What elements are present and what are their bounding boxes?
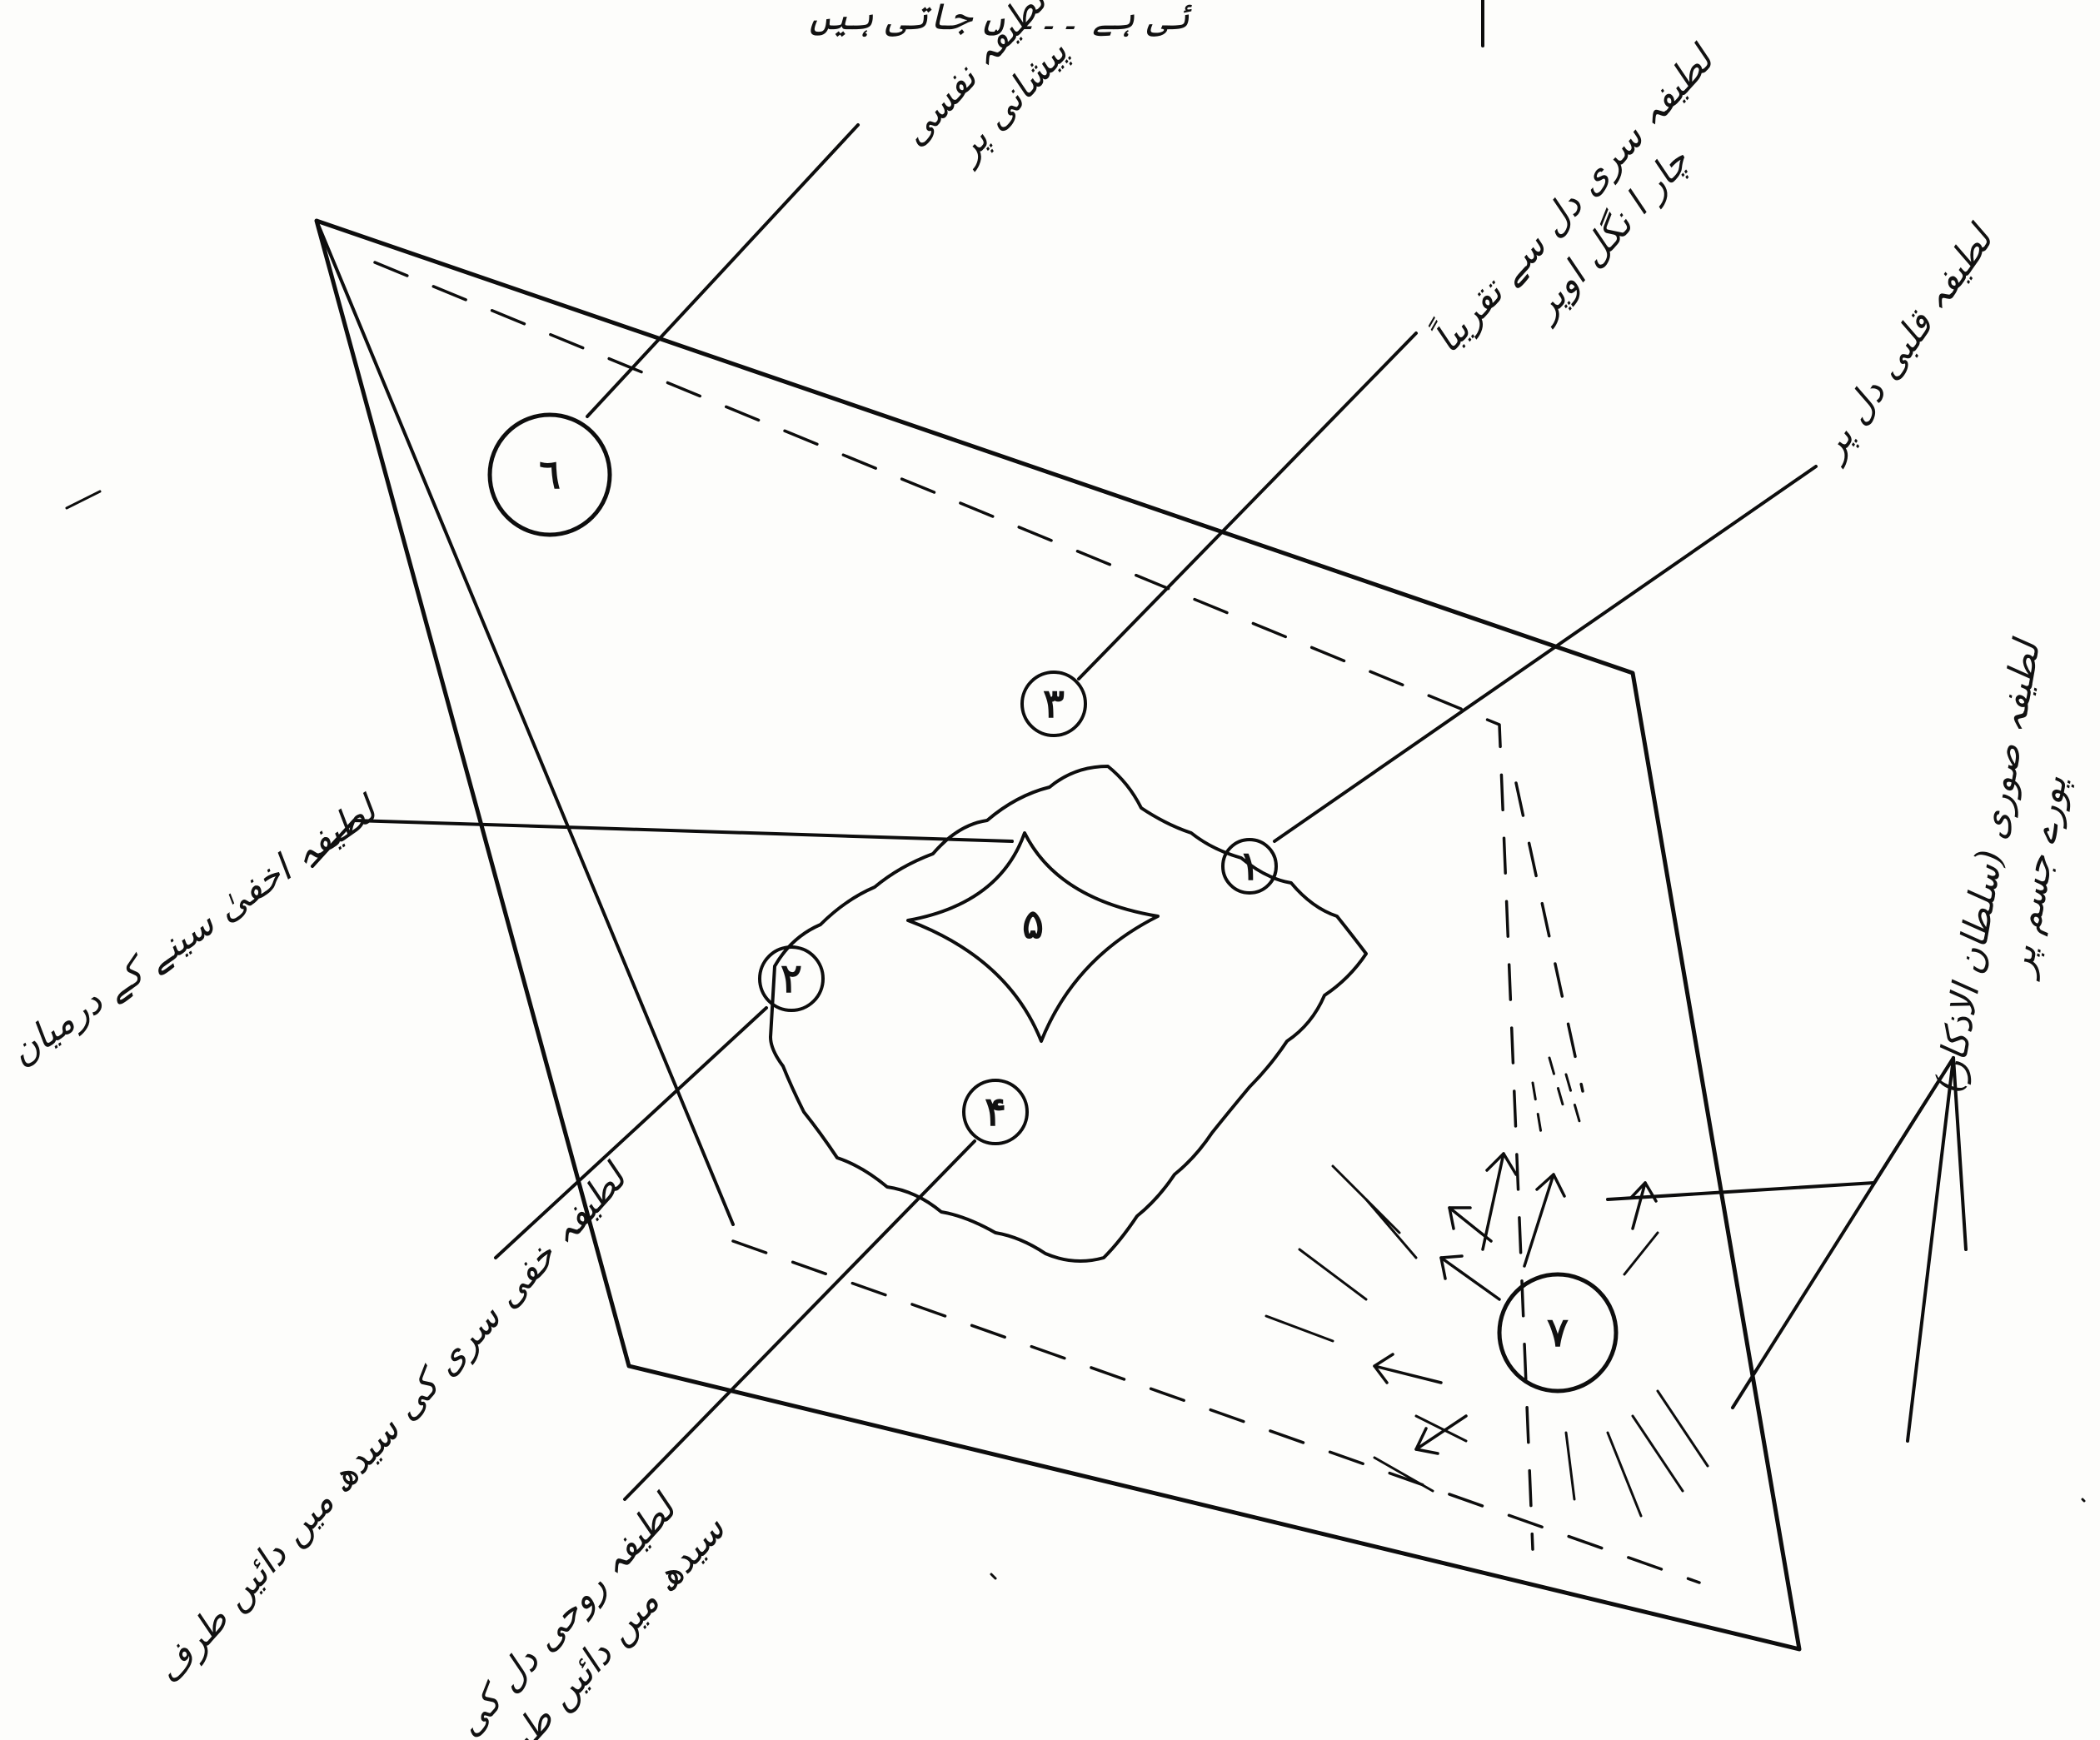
svg-text:۵: ۵ xyxy=(1022,901,1044,948)
marker-6: ٦ xyxy=(490,415,610,535)
svg-text:٧: ٧ xyxy=(1547,1309,1569,1356)
svg-text:۴: ۴ xyxy=(985,1089,1006,1135)
svg-text:لطیفہ سری دل سے تقریباً: لطیفہ سری دل سے تقریباً xyxy=(1422,32,1724,361)
svg-text:١: ١ xyxy=(1239,843,1260,890)
marker-4: ۴ xyxy=(964,1080,1027,1144)
dashed-inner-bottom xyxy=(733,1241,1699,1583)
label-sirri: لطیفہ سری دل سے تقریباً چار ا نگل اوپر xyxy=(1422,32,1762,395)
stray-marks xyxy=(67,491,2084,1578)
fold-line xyxy=(317,221,733,1224)
marker-7: ٧ xyxy=(1499,1274,1616,1391)
svg-text:٦: ٦ xyxy=(539,451,561,498)
svg-text:٢: ٢ xyxy=(781,955,802,1002)
label-sauri: لطیفہ صوری (سلطان الاذکار) پورے جسم پر xyxy=(1928,634,2098,1104)
svg-text:لطیفہ اخفیٰ سینے کے درمیان: لطیفہ اخفیٰ سینے کے درمیان xyxy=(2,786,387,1074)
radiating-strokes xyxy=(1266,1058,1708,1516)
label-akhfa: لطیفہ اخفیٰ سینے کے درمیان xyxy=(2,786,387,1074)
label-ruhi: لطیفہ روحی دل کی سیدھ میں دائیں طرف xyxy=(435,1473,734,1740)
marker-5: ۵ xyxy=(1022,901,1044,948)
marker-1: ١ xyxy=(1223,840,1276,893)
main-plane xyxy=(317,221,1799,1649)
svg-text:٣: ٣ xyxy=(1043,681,1065,727)
marker-3: ٣ xyxy=(1022,672,1085,735)
dashed-spine xyxy=(1516,783,1583,1091)
svg-text:لطیفہ قلبی دل پر: لطیفہ قلبی دل پر xyxy=(1808,217,2004,470)
marker-2: ٢ xyxy=(760,947,823,1010)
label-qalbi: لطیفہ قلبی دل پر xyxy=(1808,217,2004,470)
